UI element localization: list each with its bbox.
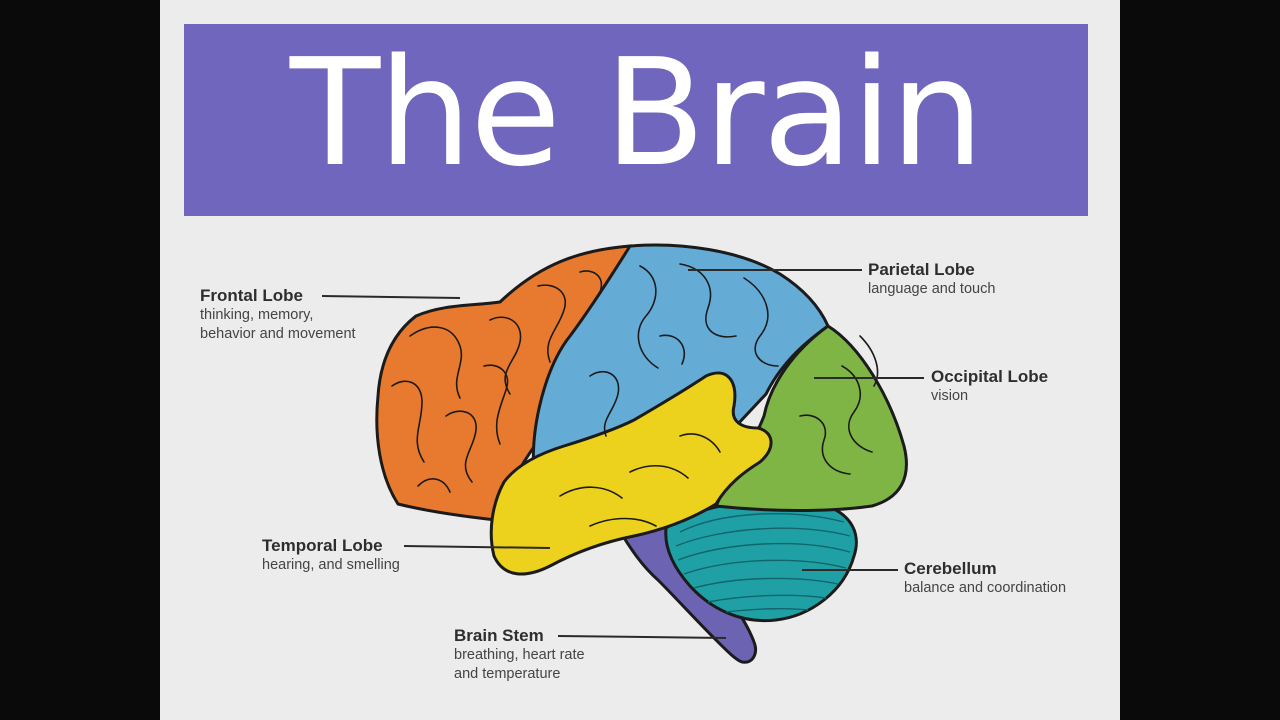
frontal-lobe-name: Frontal Lobe [200,286,303,305]
frontal-lobe-label: Frontal Lobe thinking, memory, behavior … [200,286,356,344]
frontal-lobe-desc-1: thinking, memory, [200,307,314,323]
occipital-lobe-name: Occipital Lobe [931,367,1049,386]
brain-stem-leader-line [557,635,727,639]
slide: The Brain [160,0,1120,720]
frontal-lobe-desc-2: behavior and movement [200,326,356,342]
brain-stem-desc-1: breathing, heart rate [454,647,585,663]
temporal-leader-line [403,545,551,549]
occipital-lobe-desc: vision [931,388,969,404]
parietal-lobe-desc: language and touch [868,281,996,297]
occipital-lobe-label: Occipital Lobe vision [931,367,1048,406]
title-banner: The Brain [184,24,1088,216]
parietal-lobe-name: Parietal Lobe [868,260,975,279]
cerebellum-label: Cerebellum balance and coordination [904,559,1066,598]
brain-stem-label: Brain Stem breathing, heart rate and tem… [454,626,585,684]
cerebellum-desc: balance and coordination [904,580,1067,596]
cerebellum-name: Cerebellum [904,559,997,578]
brain-stem-desc-2: and temperature [454,666,561,682]
occipital-lobe-region [713,324,908,512]
brain-stem-name: Brain Stem [454,626,544,645]
temporal-lobe-name: Temporal Lobe [262,536,383,555]
page-title: The Brain [289,27,984,199]
brain-diagram: Frontal Lobe thinking, memory, behavior … [160,216,1120,720]
parietal-lobe-label: Parietal Lobe language and touch [868,260,995,299]
temporal-lobe-desc: hearing, and smelling [262,557,400,573]
frontal-leader-line [321,295,461,299]
temporal-lobe-region [489,371,773,576]
temporal-lobe-label: Temporal Lobe hearing, and smelling [262,536,400,575]
brain-illustration [321,243,924,664]
